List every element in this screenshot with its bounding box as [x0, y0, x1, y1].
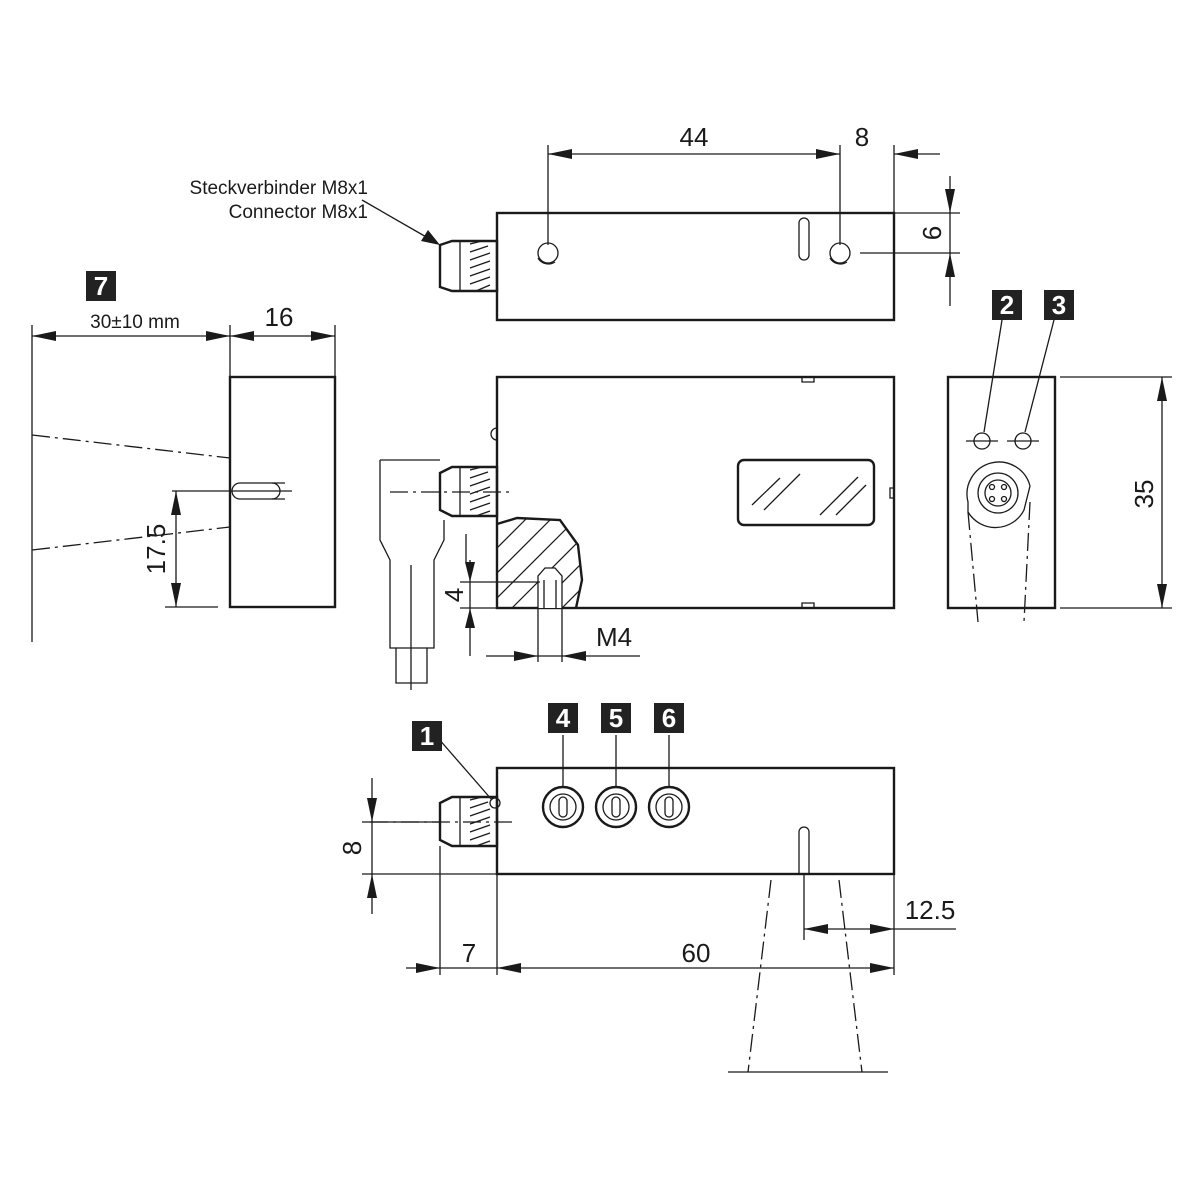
callout-2: 2 — [992, 290, 1022, 320]
dimension-7-label: 7 — [462, 938, 476, 968]
callout-4: 4 — [548, 703, 578, 733]
callout-6: 6 — [654, 703, 684, 733]
dimension-12-5-label: 12.5 — [905, 895, 956, 925]
svg-text:6: 6 — [662, 703, 676, 733]
dimension-60-label: 60 — [682, 938, 711, 968]
bottom-beam-right — [838, 879, 863, 1073]
potentiometer-4 — [541, 785, 585, 829]
front-connector — [390, 465, 514, 518]
bottom-slot — [798, 826, 810, 874]
callout-1: 1 — [412, 721, 442, 751]
left-side-view: 30±10 mm 16 17.5 7 — [31, 271, 337, 642]
callout-7: 7 — [86, 271, 116, 301]
mounting-hole-left — [537, 242, 559, 265]
dimension-35-label: 35 — [1129, 480, 1159, 509]
end-view-body — [946, 375, 1057, 610]
svg-text:4: 4 — [556, 703, 571, 733]
potentiometer-6 — [647, 785, 691, 829]
dimension-44-label: 44 — [680, 122, 709, 152]
dimension-8-bottom-label: 8 — [337, 841, 367, 855]
svg-text:7: 7 — [94, 271, 108, 301]
bottom-beam-left — [747, 879, 772, 1073]
top-slot — [798, 217, 810, 261]
svg-text:1: 1 — [420, 721, 434, 751]
connector-label-en: Connector M8x1 — [229, 202, 368, 223]
bottom-view-body — [495, 766, 896, 876]
beam-lower-edge — [31, 526, 231, 551]
svg-text:5: 5 — [609, 703, 623, 733]
section-cutaway — [496, 516, 584, 609]
dimension-16-label: 16 — [265, 302, 294, 332]
top-view: 44 8 6 Steckverbinder M8x1 Connector M8x… — [190, 122, 960, 322]
end-view: 2 3 35 — [946, 290, 1172, 623]
svg-text:2: 2 — [1000, 290, 1014, 320]
top-connector — [438, 239, 499, 293]
end-view-hole-2 — [966, 432, 998, 450]
callout-3: 3 — [1044, 290, 1074, 320]
m8-socket — [966, 461, 1031, 529]
dimension-4-label: 4 — [439, 588, 469, 602]
left-view-body — [228, 375, 337, 609]
bottom-view: 4 5 6 1 12.5 8 — [337, 703, 956, 1073]
callout-5: 5 — [601, 703, 631, 733]
beam-upper-edge — [31, 434, 231, 459]
connector-label-de: Steckverbinder M8x1 — [190, 178, 368, 199]
potentiometer-5 — [594, 785, 638, 829]
end-view-hole-3 — [1007, 432, 1039, 450]
top-view-body — [495, 211, 896, 322]
angled-cable-connector — [379, 459, 467, 690]
dimension-8-top-label: 8 — [855, 122, 869, 152]
svg-text:3: 3 — [1052, 290, 1066, 320]
dimension-17-5-label: 17.5 — [141, 524, 171, 575]
mounting-hole-right — [829, 242, 851, 265]
optical-window — [736, 458, 876, 527]
dimension-m4-label: M4 — [596, 622, 632, 652]
front-view: 4 M4 — [379, 375, 896, 690]
dimension-6-label: 6 — [917, 226, 947, 240]
dimension-30-label: 30±10 mm — [90, 312, 180, 333]
connector-leader — [361, 199, 429, 239]
